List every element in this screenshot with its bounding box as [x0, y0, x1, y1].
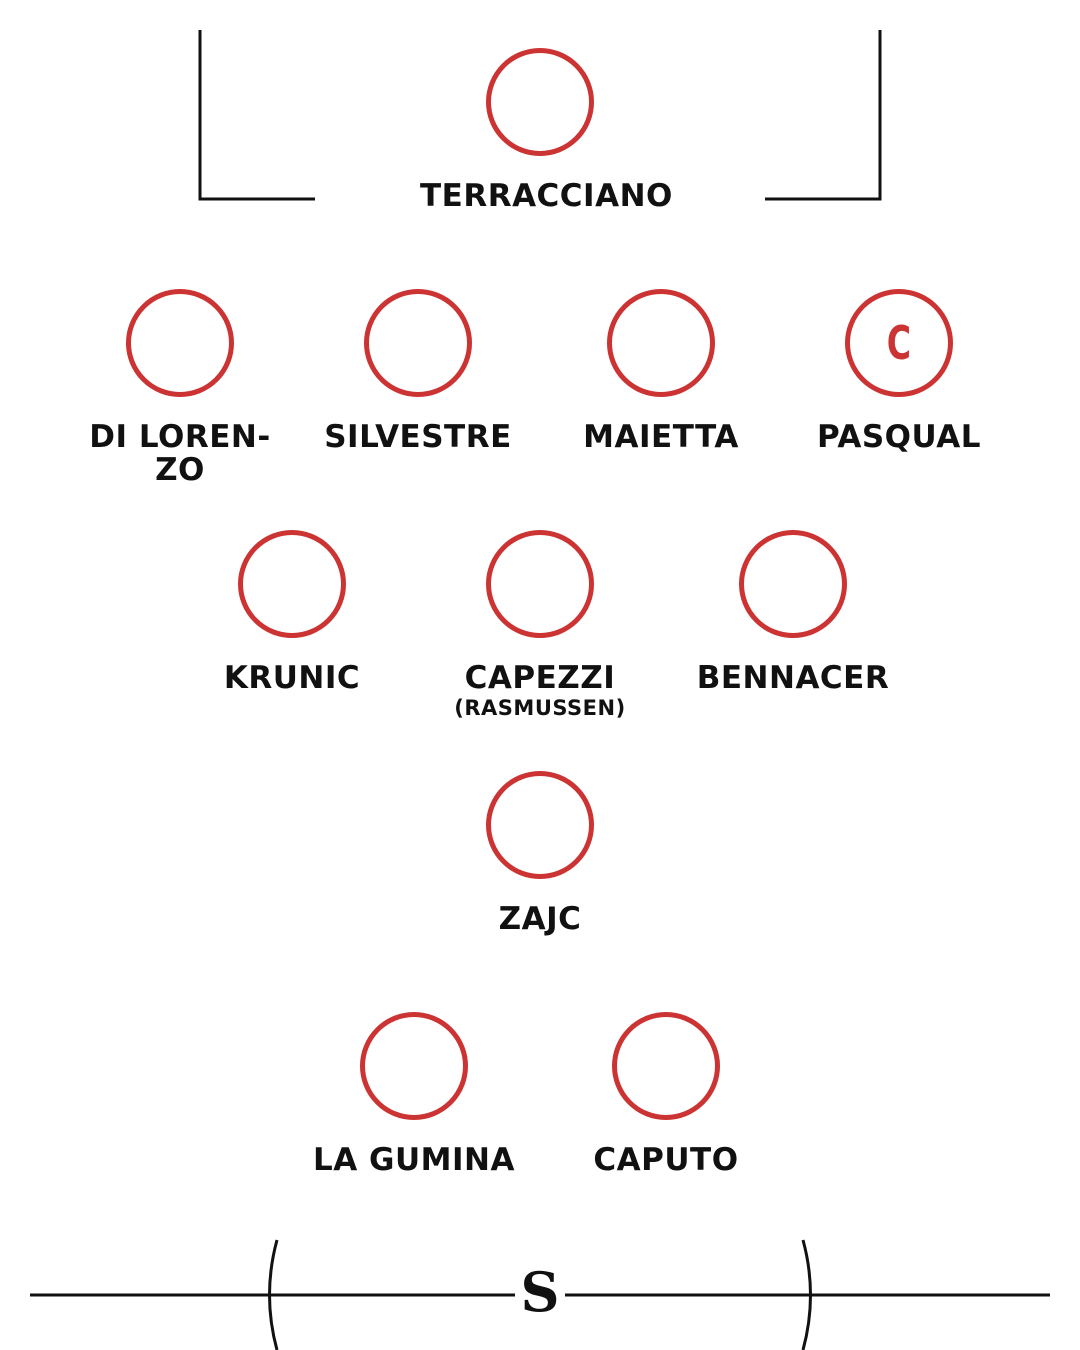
- player-silvestre: SILVESTRE: [298, 289, 538, 454]
- player-marker: C: [845, 289, 953, 397]
- center-circle-left-arc: [268, 1239, 279, 1350]
- player-marker: [486, 771, 594, 879]
- player-marker: [486, 530, 594, 638]
- player-marker: [360, 1012, 468, 1120]
- player-capezzi: CAPEZZI (RASMUSSEN): [420, 530, 660, 721]
- center-circle-right-arc: [801, 1239, 812, 1350]
- penalty-area-right: [765, 30, 882, 201]
- player-marker: [364, 289, 472, 397]
- player-pasqual: C PASQUAL: [779, 289, 1019, 454]
- player-name: TERRACCIANO: [420, 178, 673, 214]
- player-la-gumina: LA GUMINA: [294, 1012, 534, 1177]
- player-name: KRUNIC: [223, 660, 361, 696]
- player-name: ZAJC: [498, 901, 582, 937]
- player-zajc: ZAJC: [420, 771, 660, 936]
- player-bennacer: BENNACER: [673, 530, 913, 695]
- player-name: SILVESTRE: [324, 419, 512, 455]
- player-name: MAIETTA: [583, 419, 739, 455]
- publisher-logo: S: [515, 1262, 565, 1322]
- player-marker: [607, 289, 715, 397]
- player-name: LA GUMINA: [313, 1142, 515, 1178]
- player-name: BENNACER: [696, 660, 890, 696]
- player-caputo: CAPUTO: [546, 1012, 786, 1177]
- substitute-name: (RASMUSSEN): [454, 696, 626, 720]
- player-di-lorenzo: DI LOREN-ZO: [60, 289, 300, 487]
- player-terracciano: TERRACCIANO: [420, 48, 673, 214]
- captain-badge: C: [886, 316, 912, 370]
- player-name: CAPUTO: [593, 1142, 739, 1178]
- player-name: DI LOREN-ZO: [89, 419, 271, 488]
- player-marker: [612, 1012, 720, 1120]
- player-name: PASQUAL: [816, 419, 981, 455]
- player-marker: [238, 530, 346, 638]
- player-name: CAPEZZI: [464, 660, 616, 696]
- player-krunic: KRUNIC: [172, 530, 412, 695]
- player-marker: [739, 530, 847, 638]
- player-marker: [486, 48, 594, 156]
- penalty-area-left: [198, 30, 315, 201]
- player-maietta: MAIETTA: [541, 289, 781, 454]
- player-marker: [126, 289, 234, 397]
